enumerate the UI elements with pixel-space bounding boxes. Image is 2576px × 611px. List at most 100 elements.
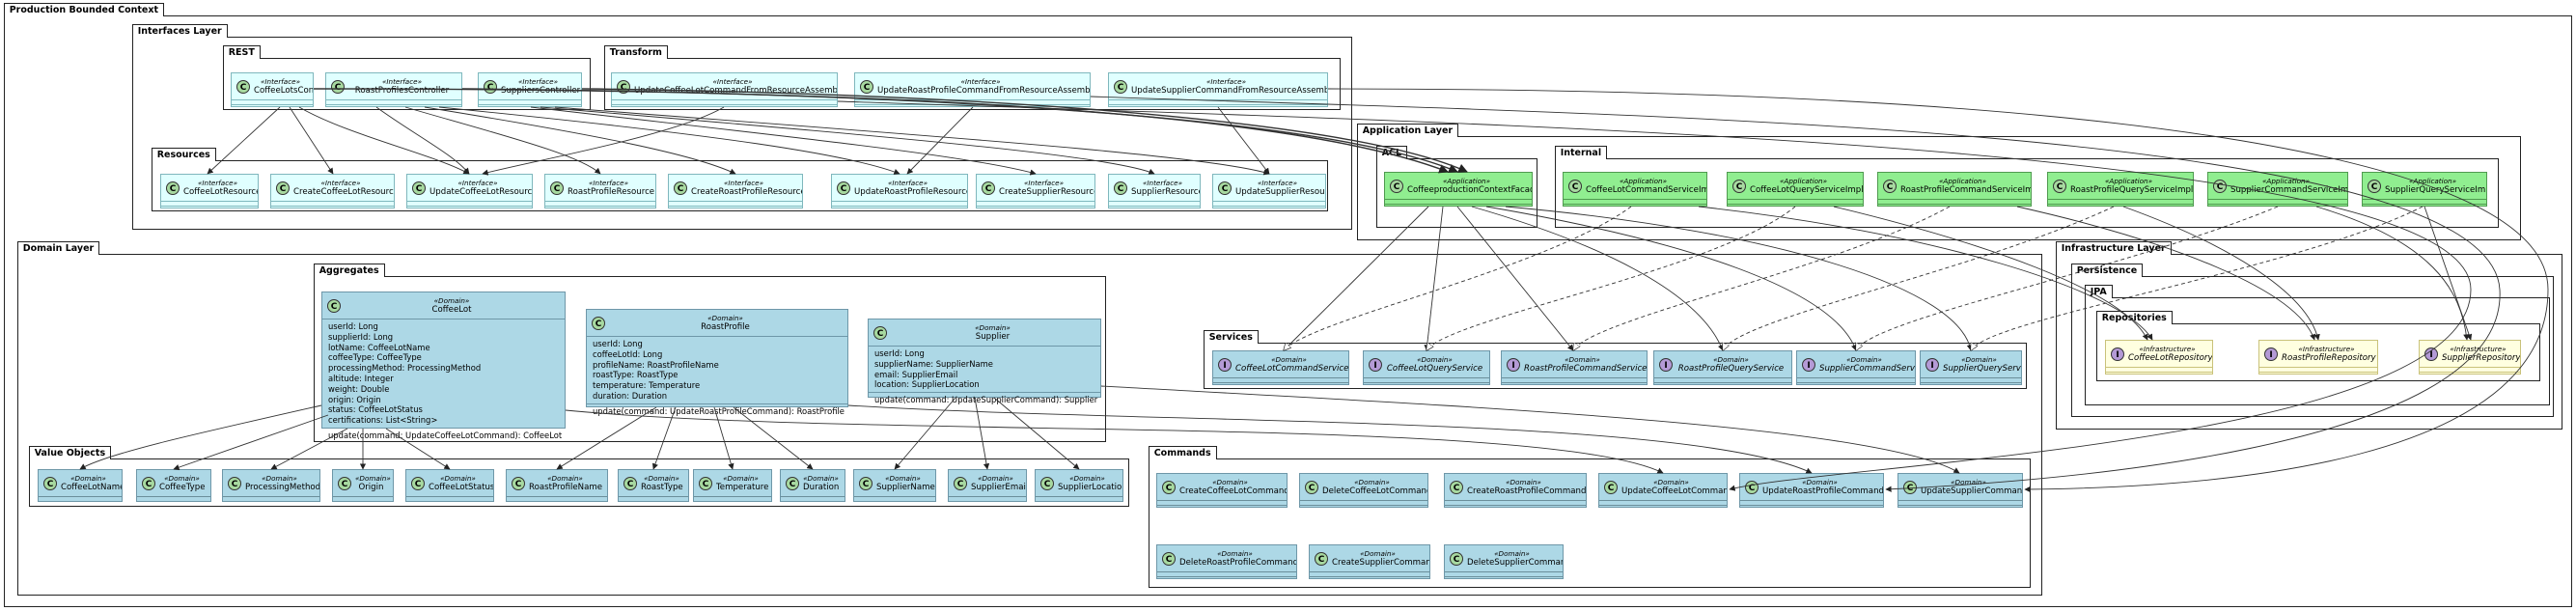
class-coffeeproduction-context-facade[interactable]: C«Application»CoffeeproductionContextFac… [1384, 172, 1533, 207]
package-title: Transform [603, 45, 668, 59]
class-supplieremail[interactable]: C«Domain»SupplierEmail [948, 469, 1027, 502]
class-roastprofile-resource[interactable]: C«Interface»RoastProfileResource [544, 174, 656, 208]
class-supplier-repository[interactable]: I«Infrastructure»SupplierRepository [2419, 340, 2521, 375]
attribute: temperature: Temperature [593, 380, 701, 391]
class-icon: C [623, 476, 637, 490]
class-roastprofilename[interactable]: C«Domain»RoastProfileName [506, 469, 608, 502]
class-delete-coffeelot-command[interactable]: C«Domain»DeleteCoffeeLotCommand [1299, 473, 1428, 508]
class-name: CoffeeLot [431, 304, 472, 315]
class-roasttype[interactable]: C«Domain»RoastType [618, 469, 689, 502]
class-coffeelot-repository[interactable]: I«Infrastructure»CoffeeLotRepository [2105, 340, 2213, 375]
class-name: UpdateCoffeeLotCommandFromResourceAssemb… [634, 85, 837, 96]
class-delete-roastprofile-command[interactable]: C«Domain»DeleteRoastProfileCommand [1156, 544, 1297, 579]
class-create-coffeelot-command[interactable]: C«Domain»CreateCoffeeLotCommand [1156, 473, 1288, 508]
class-roastprofile-command-service-impl[interactable]: C«Application»RoastProfileCommandService… [1877, 172, 2032, 207]
class-name: DeleteSupplierCommand [1467, 557, 1563, 568]
class-icon: C [484, 79, 497, 94]
class-coffeelot-query-service[interactable]: I«Domain»CoffeeLotQueryService [1363, 350, 1490, 385]
class-update-coffeelot-command[interactable]: C«Domain»UpdateCoffeeLotCommand [1598, 473, 1728, 508]
class-name: CreateRoastProfileCommand [1467, 486, 1586, 496]
class-name: DeleteCoffeeLotCommand [1322, 486, 1427, 496]
class-update-coffeelot-assembler[interactable]: C«Interface»UpdateCoffeeLotCommandFromRe… [611, 72, 838, 107]
class-coffeelot-query-service-impl[interactable]: C«Application»CoffeeLotQueryServiceImpl [1727, 172, 1864, 207]
class-icon: C [1218, 181, 1232, 195]
class-coffeelotstatus[interactable]: C«Domain»CoffeeLotStatus [405, 469, 494, 502]
class-supplier-resource[interactable]: C«Interface»SupplierResource [1108, 174, 1201, 208]
attribute: location: SupplierLocation [874, 379, 980, 390]
class-update-supplier-assembler[interactable]: C«Interface»UpdateSupplierCommandFromRes… [1108, 72, 1328, 107]
class-icon: C [1568, 179, 1582, 193]
class-supplierlocation[interactable]: C«Domain»SupplierLocation [1035, 469, 1123, 502]
class-name: CoffeeLotRepository [2128, 352, 2212, 363]
class-coffeelot-resource[interactable]: C«Interface»CoffeeLotResource [160, 174, 259, 208]
class-update-roastprofile-command[interactable]: C«Domain»UpdateRoastProfileCommand [1739, 473, 1884, 508]
class-name: CoffeeLotCommandServiceImpl [1586, 184, 1706, 195]
class-icon: C [2053, 179, 2066, 193]
class-create-supplier-command[interactable]: C«Domain»CreateSupplierCommand [1309, 544, 1430, 579]
class-coffeelots-controller[interactable]: C«Interface»CoffeeLotsController [231, 72, 314, 107]
class-roastprofile-command-service[interactable]: I«Domain»RoastProfileCommandService [1501, 350, 1648, 385]
package-title: ACL [1375, 146, 1408, 159]
interface-icon: I [1802, 357, 1815, 372]
class-icon: C [338, 476, 351, 490]
attribute: origin: Origin [328, 394, 381, 404]
class-update-roastprofile-resource[interactable]: C«Interface»UpdateRoastProfileResource [831, 174, 968, 208]
class-create-roastprofile-command[interactable]: C«Domain»CreateRoastProfileCommand [1444, 473, 1587, 508]
class-icon: C [142, 476, 155, 490]
class-name: RoastProfile [701, 321, 750, 332]
class-roastprofile-query-service-impl[interactable]: C«Application»RoastProfileQueryServiceIm… [2047, 172, 2194, 207]
attribute: userId: Long [593, 339, 643, 348]
class-delete-supplier-command[interactable]: C«Domain»DeleteSupplierCommand [1444, 544, 1564, 579]
class-update-roastprofile-assembler[interactable]: C«Interface»UpdateRoastProfileCommandFro… [854, 72, 1091, 107]
class-icon: C [1903, 480, 1917, 494]
attribute: certifications: List<String> [328, 415, 438, 426]
class-icon: C [1114, 79, 1127, 94]
class-update-supplier-command[interactable]: C«Domain»UpdateSupplierCommand [1897, 473, 2023, 508]
operation: update(command: UpdateCoffeeLotCommand):… [328, 430, 563, 440]
class-supplier-command-service-impl[interactable]: C«Application»SupplierCommandServiceImpl [2207, 172, 2348, 207]
class-processingmethod[interactable]: C«Domain»ProcessingMethod [222, 469, 320, 502]
class-supplier-query-service-impl[interactable]: C«Application»SupplierQueryServiceImpl [2362, 172, 2487, 207]
operation: update(command: UpdateSupplierCommand): … [874, 395, 1098, 405]
attribute: duration: Duration [593, 390, 668, 401]
class-roastprofiles-controller[interactable]: C«Interface»RoastProfilesController [325, 72, 462, 107]
class-update-supplier-resource[interactable]: C«Interface»UpdateSupplierResource [1212, 174, 1326, 208]
class-suppliername[interactable]: C«Domain»SupplierName [853, 469, 936, 502]
class-create-supplier-resource[interactable]: C«Interface»CreateSupplierResource [976, 174, 1095, 208]
class-coffeelot-command-service[interactable]: I«Domain»CoffeeLotCommandService [1212, 350, 1349, 385]
interface-icon: I [2111, 347, 2124, 361]
class-name: SupplierLocation [1058, 482, 1122, 492]
class-name: CreateCoffeeLotResource [293, 186, 394, 197]
class-roastprofile-repository[interactable]: I«Infrastructure»RoastProfileRepository [2258, 340, 2378, 375]
attribute: roastType: RoastType [593, 370, 679, 380]
class-create-roastprofile-resource[interactable]: C«Interface»CreateRoastProfileResource [668, 174, 803, 208]
class-coffeelot-aggregate[interactable]: C«Domain»CoffeeLot userId: Long supplier… [321, 292, 566, 440]
class-name: ProcessingMethod [245, 482, 319, 492]
class-supplier-command-service[interactable]: I«Domain»SupplierCommandService [1796, 350, 1916, 385]
class-supplier-query-service[interactable]: I«Domain»SupplierQueryService [1920, 350, 2022, 385]
class-supplier-aggregate[interactable]: C«Domain»Supplier userId: Long supplierN… [868, 319, 1101, 404]
class-icon: C [550, 181, 564, 195]
class-icon: C [276, 181, 290, 195]
class-icon: C [512, 476, 525, 490]
class-origin[interactable]: C«Domain»Origin [332, 469, 394, 502]
class-roastprofile-aggregate[interactable]: C«Domain»RoastProfile userId: Long coffe… [586, 309, 848, 416]
class-icon: C [1162, 480, 1176, 494]
class-name: UpdateSupplierResource [1235, 186, 1325, 197]
class-temperature[interactable]: C«Domain»Temperature [693, 469, 772, 502]
class-coffeelotname[interactable]: C«Domain»CoffeeLotName [38, 469, 123, 502]
class-coffeelot-command-service-impl[interactable]: C«Application»CoffeeLotCommandServiceImp… [1563, 172, 1707, 207]
class-update-coffeelot-resource[interactable]: C«Interface»UpdateCoffeeLotResource [406, 174, 533, 208]
class-name: RoastProfileRepository [2282, 352, 2376, 363]
attribute-list: userId: Long coffeeLotId: Long profileNa… [587, 336, 847, 403]
class-roastprofile-query-service[interactable]: I«Domain»RoastProfileQueryService [1653, 350, 1792, 385]
interface-icon: I [1218, 357, 1232, 372]
class-duration[interactable]: C«Domain»Duration [780, 469, 845, 502]
class-name: DeleteRoastProfileCommand [1179, 557, 1296, 568]
interface-icon: I [1659, 357, 1673, 372]
class-icon: C [617, 79, 630, 94]
class-suppliers-controller[interactable]: C«Interface»SuppliersController [478, 72, 582, 107]
class-create-coffeelot-resource[interactable]: C«Interface»CreateCoffeeLotResource [270, 174, 395, 208]
operation-list: update(command: UpdateSupplierCommand): … [869, 392, 1100, 408]
class-coffeetype[interactable]: C«Domain»CoffeeType [136, 469, 211, 502]
